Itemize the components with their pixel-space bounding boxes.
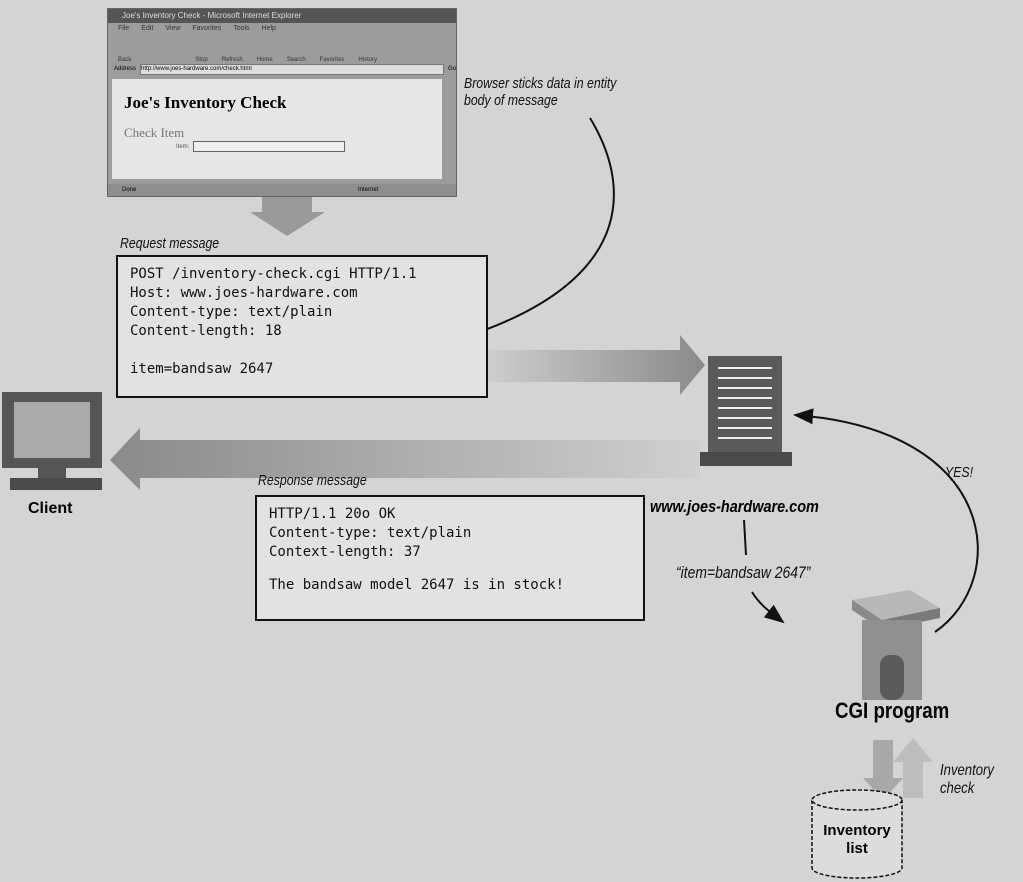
menu-edit[interactable]: Edit (141, 25, 154, 32)
client-label: Client (28, 500, 73, 517)
down-arrow-db (863, 740, 903, 800)
status-line: HTTP/1.1 20o OK (269, 506, 396, 522)
browser-toolbar: Back Stop Refresh Home Search Favorites … (108, 37, 456, 63)
address-label: Address (114, 66, 137, 72)
browser-title: Joe's Inventory Check - Microsoft Intern… (108, 9, 456, 23)
request-caption: Request message (120, 235, 220, 252)
client-computer-icon (2, 392, 102, 490)
down-arrow (250, 197, 325, 236)
menu-file[interactable]: File (118, 25, 130, 32)
response-header-content-type: Content-type: text/plain (269, 525, 472, 541)
request-header-content-type: Content-type: text/plain (130, 304, 333, 320)
response-caption: Response message (258, 472, 367, 489)
request-arrow (480, 335, 705, 395)
menu-help[interactable]: Help (261, 25, 276, 32)
up-arrow-db (893, 738, 933, 798)
server-icon (700, 356, 792, 466)
browser-menu: File Edit View Favorites Tools Help (108, 23, 456, 37)
go-button[interactable]: Go (447, 66, 456, 72)
blank-line (130, 341, 474, 360)
inventory-database-icon (811, 789, 903, 879)
request-message-box: POST /inventory-check.cgi HTTP/1.1 Host:… (116, 255, 488, 398)
page-heading: Joe's Inventory Check (124, 93, 287, 112)
yes-arrow (793, 408, 979, 633)
browser-page: Joe's Inventory Check Check Item Item: (112, 79, 442, 179)
favorites-button[interactable]: Favorites (319, 57, 345, 63)
cgi-input-arrow (743, 519, 783, 622)
response-body: The bandsaw model 2647 is in stock! (269, 577, 565, 593)
status-left: Done (122, 187, 137, 193)
search-button[interactable]: Search (286, 57, 306, 63)
menu-favorites[interactable]: Favorites (192, 25, 222, 32)
address-bar: Address http://www.joes-hardware.com/che… (108, 63, 456, 75)
browser-window: Joe's Inventory Check - Microsoft Intern… (107, 8, 457, 197)
inventory-check-label: Inventory check (940, 762, 994, 797)
back-button[interactable]: Back (118, 57, 132, 63)
blank-line (269, 562, 631, 576)
cgi-program-label: CGI program (835, 698, 950, 723)
item-label: Item: (176, 143, 190, 150)
cgi-input-label: “item=bandsaw 2647” (676, 563, 811, 582)
status-bar: Done Internet (108, 184, 456, 196)
status-right: Internet (358, 187, 379, 193)
request-header-content-length: Content-length: 18 (130, 323, 282, 339)
request-header-host: Host: www.joes-hardware.com (130, 285, 358, 301)
response-arrow (110, 428, 700, 490)
response-header-content-length: Context-length: 37 (269, 544, 421, 560)
history-button[interactable]: History (358, 57, 378, 63)
response-message-box: HTTP/1.1 20o OK Content-type: text/plain… (255, 495, 645, 621)
yes-label: YES! (945, 464, 974, 481)
request-line: POST /inventory-check.cgi HTTP/1.1 (130, 266, 417, 282)
request-body: item=bandsaw 2647 (130, 361, 274, 377)
refresh-button[interactable]: Refresh (221, 57, 243, 63)
address-input[interactable]: http://www.joes-hardware.com/check.html (140, 63, 444, 75)
home-button[interactable]: Home (256, 57, 273, 63)
menu-view[interactable]: View (165, 25, 181, 32)
stop-button[interactable]: Stop (195, 57, 208, 63)
cgi-program-icon (852, 590, 940, 700)
menu-tools[interactable]: Tools (233, 25, 250, 32)
item-input[interactable] (193, 141, 346, 152)
server-label: www.joes-hardware.com (650, 497, 819, 516)
page-subheading: Check Item (124, 125, 185, 140)
